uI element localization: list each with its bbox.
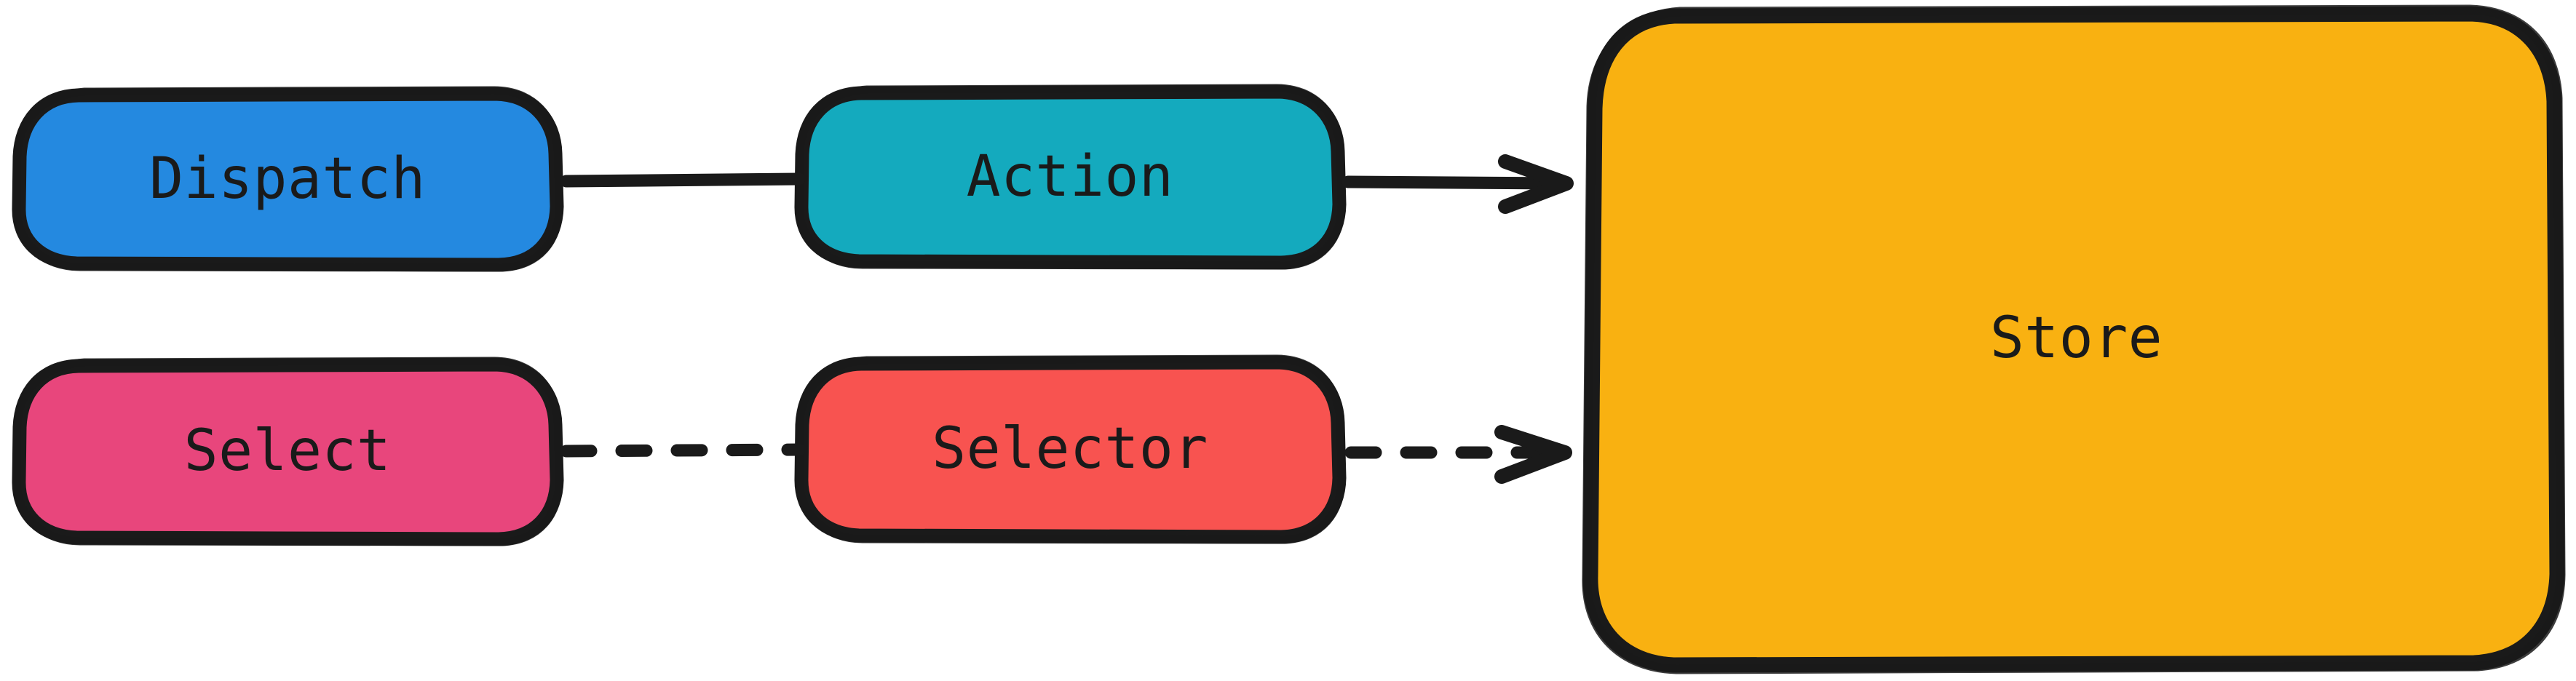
node-select-fill <box>18 365 556 538</box>
node-store-fill <box>1590 15 2556 664</box>
node-selector-fill <box>801 363 1339 536</box>
node-dispatch-outline-sketch <box>12 86 563 272</box>
node-select[interactable] <box>12 357 564 546</box>
edge-dispatch-to-action-line <box>560 172 806 188</box>
node-dispatch[interactable] <box>12 86 564 272</box>
edge-selector-to-store[interactable] <box>1344 425 1572 484</box>
node-selector-outline-sketch <box>795 354 1346 544</box>
node-selector[interactable] <box>794 354 1347 544</box>
node-store[interactable] <box>1582 4 2566 674</box>
edge-action-to-store[interactable] <box>1341 154 1574 214</box>
node-dispatch-fill <box>18 95 556 264</box>
edge-dispatch-to-action[interactable] <box>560 172 806 188</box>
node-action-fill <box>801 92 1339 262</box>
node-action-outline-sketch <box>795 84 1346 270</box>
edge-selector-to-store-arrowhead <box>1494 425 1572 484</box>
edge-select-to-selector[interactable] <box>560 443 806 458</box>
edge-action-to-store-line <box>1341 175 1570 190</box>
edge-select-to-selector-line <box>560 443 806 458</box>
node-select-outline-sketch <box>12 357 563 546</box>
node-store-outline-sketch <box>1582 4 2566 674</box>
node-action[interactable] <box>794 84 1347 270</box>
edge-action-to-store-arrowhead <box>1498 154 1574 214</box>
